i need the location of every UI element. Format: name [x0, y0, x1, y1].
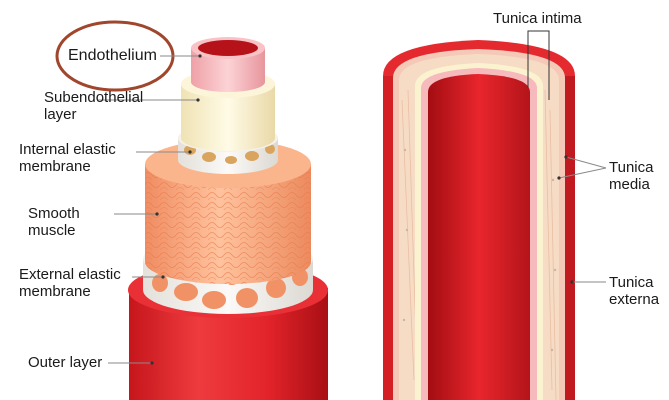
label-outer-layer: Outer layer: [28, 354, 102, 371]
label-tunica-intima: Tunica intima: [493, 10, 582, 27]
label-smooth-muscle: Smooth muscle: [28, 205, 98, 239]
label-tunica-externa: Tunica externa: [609, 274, 667, 308]
vessel-cross-section: [383, 40, 575, 400]
label-endothelium: Endothelium: [68, 47, 160, 64]
label-subendothelial-layer: Subendothelial layer: [44, 89, 152, 123]
label-tunica-media: Tunica media: [609, 159, 667, 193]
layered-vessel-illustration: [128, 37, 328, 400]
label-external-elastic-membrane: External elastic membrane: [19, 266, 143, 300]
lumen-opening: [198, 40, 258, 56]
label-internal-elastic-membrane: Internal elastic membrane: [19, 141, 139, 175]
